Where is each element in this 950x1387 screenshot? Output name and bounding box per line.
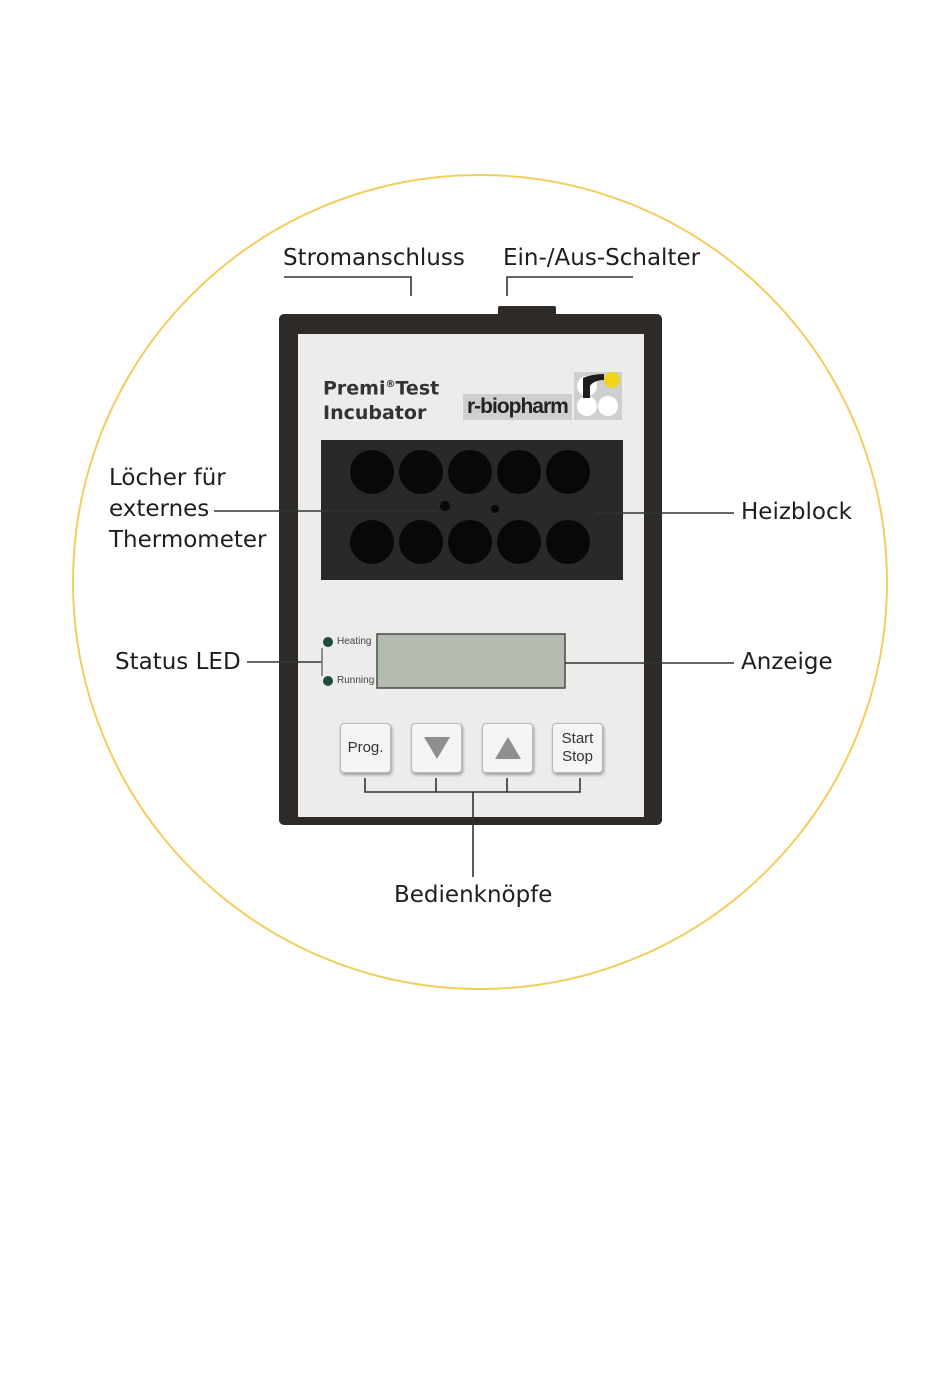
lcd-display [377,634,565,688]
sample-hole [350,450,394,494]
thermometer-hole [440,501,450,511]
arrow-up-icon [495,737,521,759]
label-heizblock: Heizblock [741,497,852,528]
thermometer-hole [491,505,499,513]
label-status-led: Status LED [115,647,241,678]
heating-led [323,637,333,647]
label-loecher-thermometer: Löcher für externes Thermometer [109,463,267,556]
registered-mark: ® [386,379,396,390]
brand-name: r-biopharm [463,394,572,420]
sample-hole [448,450,492,494]
device-title-incubator: Incubator [323,402,426,424]
sample-hole [497,450,541,494]
prog-button-label: Prog. [348,739,384,757]
sample-hole [350,520,394,564]
down-button[interactable] [411,723,462,773]
arrow-down-icon [424,737,450,759]
prog-button[interactable]: Prog. [340,723,391,773]
start-stop-button[interactable]: Start Stop [552,723,603,773]
label-anzeige: Anzeige [741,647,833,678]
sample-hole [399,450,443,494]
up-button[interactable] [482,723,533,773]
sample-hole [448,520,492,564]
device-title: Premi®Test Incubator [323,372,439,426]
label-bedienknoepfe: Bedienknöpfe [394,880,552,911]
heating-led-label: Heating [337,636,371,647]
device-bottom-rim [298,817,644,825]
running-led-label: Running [337,675,374,686]
sample-hole [546,520,590,564]
running-led [323,676,333,686]
start-stop-button-label: Start Stop [562,730,594,766]
sample-hole [546,450,590,494]
sample-hole [497,520,541,564]
device-title-premi: Premi [323,377,386,399]
r-biopharm-logo-icon [574,372,622,420]
device-title-test: Test [396,377,440,399]
label-ein-aus-schalter: Ein-/Aus-Schalter [503,243,700,274]
sample-hole [399,520,443,564]
label-stromanschluss: Stromanschluss [283,243,465,274]
